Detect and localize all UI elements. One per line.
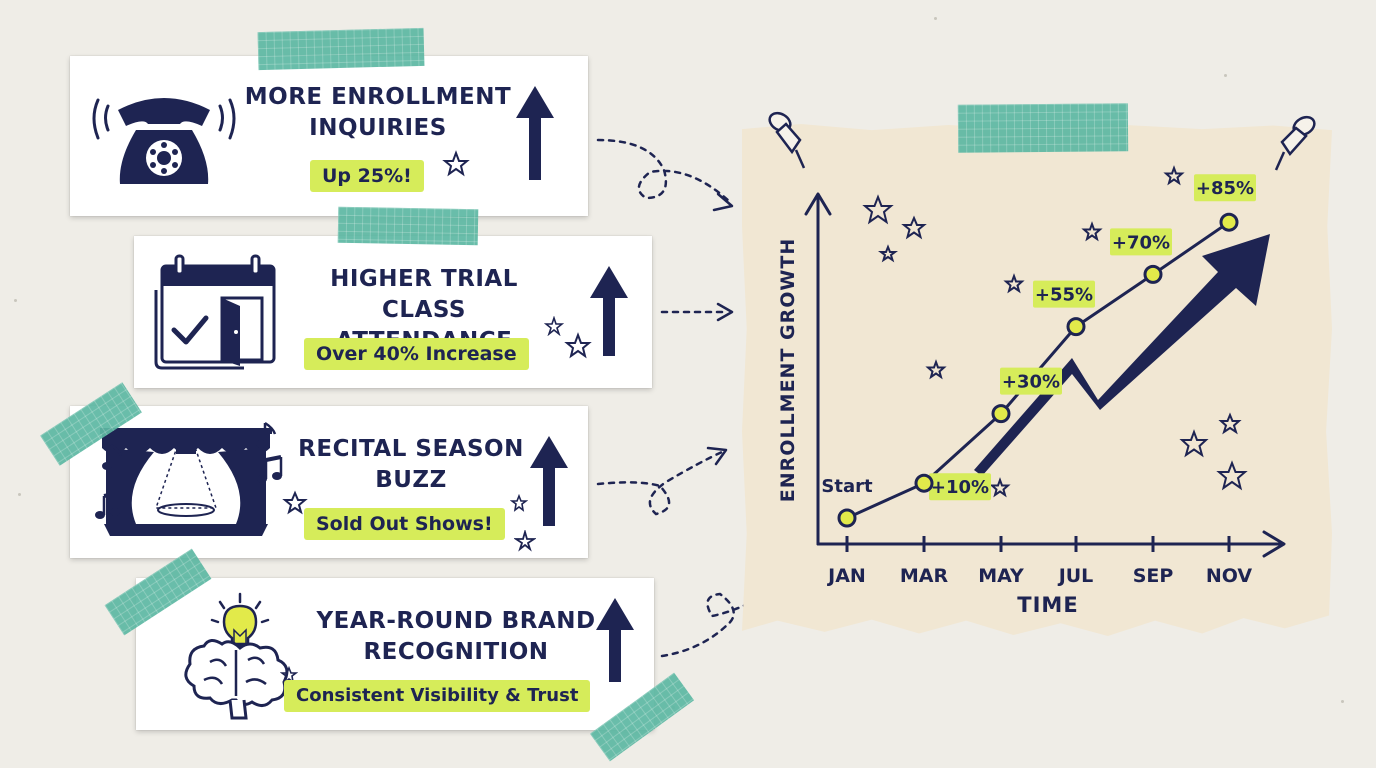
- connector-arrow: [596, 138, 732, 204]
- background-speck: [1224, 74, 1227, 77]
- card-title: Recital Season Buzz: [280, 434, 542, 496]
- connector-arrowhead: [712, 192, 734, 212]
- star-icon: [510, 494, 528, 512]
- background-speck: [14, 299, 17, 302]
- card-title-line: Buzz: [375, 467, 447, 493]
- card-title-line: Recognition: [363, 639, 549, 665]
- card-title-line: Recital Season: [298, 436, 524, 462]
- card-title-line: Inquiries: [309, 115, 447, 141]
- connector-arrowhead: [706, 446, 728, 466]
- connector-arrowhead: [716, 302, 734, 322]
- star-icon: [564, 332, 592, 359]
- background-speck: [18, 493, 21, 496]
- up-arrow-icon: [596, 598, 634, 682]
- tape-strip: [257, 27, 425, 71]
- music-note-icon: [257, 455, 283, 483]
- star-icon: [282, 490, 308, 515]
- star-icon: [280, 666, 298, 684]
- chart-paper: [742, 124, 1332, 636]
- background-speck: [1341, 700, 1344, 703]
- highlight-badge: Sold Out Shows!: [304, 508, 505, 540]
- music-note-icon: [256, 421, 277, 448]
- telephone-icon: [92, 98, 236, 184]
- card-enrollment-inquiries: More Enrollment Inquiries Up 25%!: [70, 56, 588, 216]
- card-title: More Enrollment Inquiries: [238, 82, 518, 144]
- card-recital-season: Recital Season Buzz Sold Out Shows!: [70, 406, 588, 558]
- up-arrow-icon: [590, 266, 628, 356]
- star-icon: [442, 150, 470, 177]
- highlight-badge: Consistent Visibility & Trust: [284, 680, 591, 712]
- star-icon: [544, 316, 564, 336]
- tape-strip: [957, 103, 1129, 153]
- up-arrow-icon: [530, 436, 568, 526]
- card-title-line: Higher Trial Class: [330, 266, 518, 323]
- stage-curtain-icon: [100, 428, 272, 536]
- highlight-badge: Up 25%!: [310, 160, 424, 192]
- music-note-icon: [102, 443, 123, 470]
- tape-strip: [337, 206, 479, 246]
- card-trial-class-attendance: Higher Trial Class Attendance Over 40% I…: [134, 236, 652, 388]
- calendar-door-icon: [154, 254, 276, 370]
- highlight-badge: Over 40% Increase: [304, 338, 529, 370]
- music-note-icon: [95, 491, 121, 519]
- card-title: Year-Round Brand Recognition: [296, 606, 616, 668]
- background-speck: [934, 17, 937, 20]
- card-title-line: Year-Round Brand: [316, 608, 596, 634]
- card-title-line: More Enrollment: [244, 84, 512, 110]
- up-arrow-icon: [516, 86, 554, 180]
- connector-arrow: [596, 450, 724, 516]
- card-brand-recognition: Year-Round Brand Recognition Consistent …: [136, 578, 654, 730]
- star-icon: [514, 530, 536, 552]
